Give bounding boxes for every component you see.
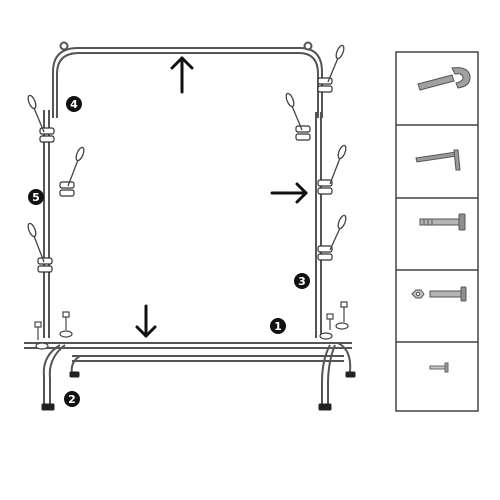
arrow-down <box>135 304 157 338</box>
base-screws <box>34 301 349 350</box>
svg-text:5: 5 <box>32 191 40 204</box>
svg-text:1: 1 <box>274 320 282 333</box>
svg-text:3: 3 <box>298 275 306 288</box>
long-bolt-icon <box>419 213 466 231</box>
base-frame <box>24 342 352 404</box>
right-clamps <box>295 77 333 261</box>
step-badge-3: 3 <box>294 273 310 289</box>
arrow-up <box>170 56 194 94</box>
left-clamps <box>37 127 75 273</box>
wrench-icon <box>417 67 471 91</box>
right-locking-knobs <box>285 44 347 251</box>
svg-text:4: 4 <box>70 98 78 111</box>
step-badge-1: 1 <box>270 318 286 334</box>
bolt-with-nut-icon <box>411 286 467 302</box>
short-screw-icon <box>429 362 449 373</box>
left-locking-knobs <box>27 94 85 263</box>
arrow-right <box>270 182 308 204</box>
top-crossbar <box>52 41 323 118</box>
right-upright-pole <box>315 112 322 338</box>
step-badge-2: 2 <box>64 391 80 407</box>
base-feet <box>41 371 356 411</box>
allen-key-icon <box>415 149 461 171</box>
parts-panel <box>395 51 479 412</box>
step-badge-5: 5 <box>28 189 44 205</box>
svg-text:2: 2 <box>68 393 76 406</box>
step-badge-4: 4 <box>66 96 82 112</box>
left-upright-pole <box>43 110 50 338</box>
